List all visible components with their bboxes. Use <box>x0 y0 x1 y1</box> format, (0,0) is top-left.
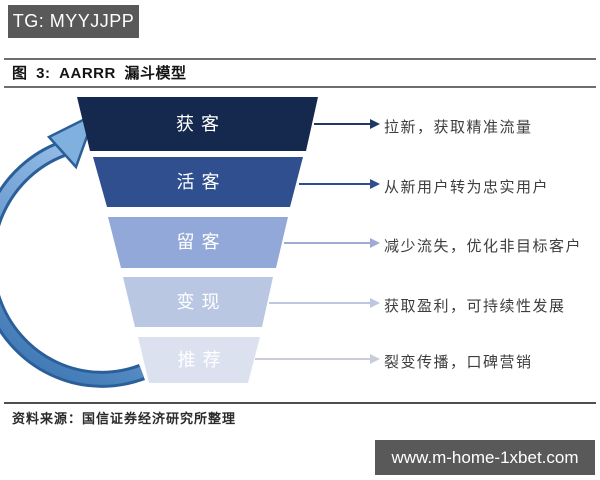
arrow-head-icon <box>370 119 380 129</box>
funnel-level-acquisition: 获客 <box>77 97 318 151</box>
arrow-head-icon <box>370 179 380 189</box>
annotation-text: 减少流失，优化非目标客户 <box>384 239 583 255</box>
funnel-level-referral: 推荐 <box>138 337 260 383</box>
watermark-badge-top-left: TG: MYYJJPP <box>8 5 139 38</box>
figure-source: 资料来源：国信证券经济研究所整理 <box>12 411 237 426</box>
arrow-line <box>314 123 371 125</box>
arrow-head-icon <box>370 298 380 308</box>
cycle-loop-arrow <box>0 111 145 388</box>
arrow-head-icon <box>370 354 380 364</box>
arrow-line <box>284 242 371 244</box>
figure-title: 图 3: AARRR 漏斗模型 <box>12 65 187 82</box>
annotation-text: 裂变传播，口碑营销 <box>384 355 533 371</box>
arrow-head-icon <box>370 238 380 248</box>
arrow-line <box>269 302 371 304</box>
title-bottom-rule <box>4 86 596 88</box>
annotation-text: 拉新，获取精准流量 <box>384 120 533 136</box>
title-top-rule <box>4 58 596 60</box>
source-rule <box>4 402 596 404</box>
funnel-level-revenue: 变现 <box>123 277 273 327</box>
annotation-text: 从新用户转为忠实用户 <box>384 180 550 196</box>
watermark-badge-bottom-right: www.m-home-1xbet.com <box>375 440 595 475</box>
arrow-line <box>255 358 371 360</box>
funnel-level-retention: 留客 <box>108 217 288 268</box>
annotation-text: 获取盈利，可持续性发展 <box>384 299 566 315</box>
arrow-line <box>299 183 371 185</box>
funnel-level-activation: 活客 <box>93 157 303 207</box>
